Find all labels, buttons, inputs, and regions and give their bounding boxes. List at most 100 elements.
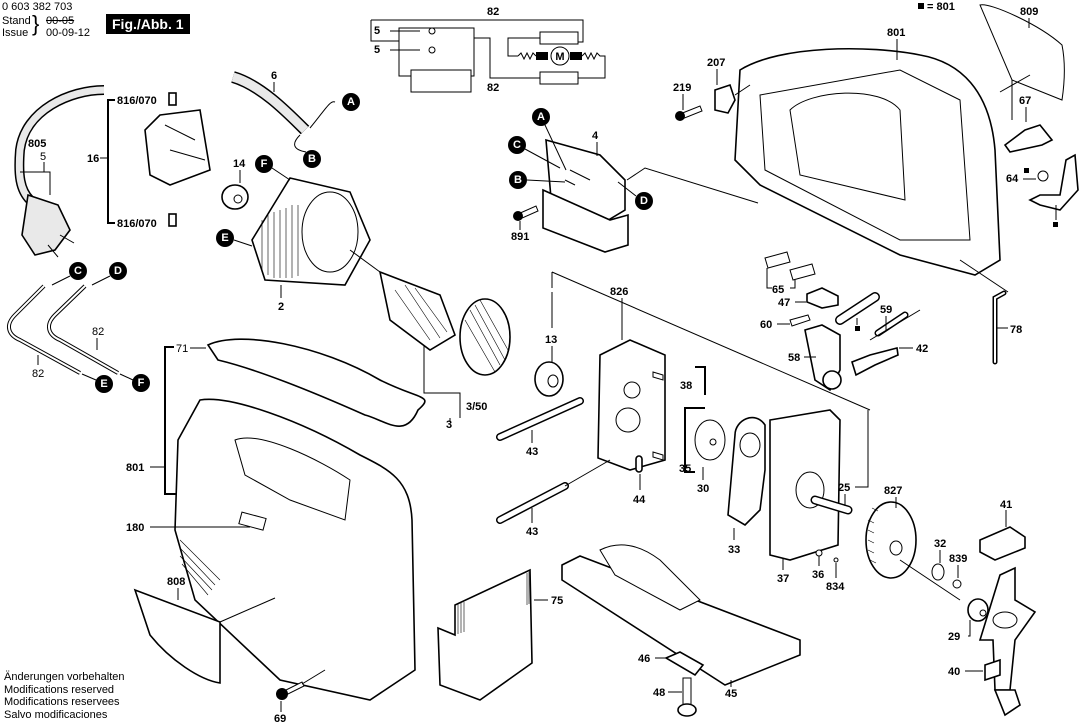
label-36: 36: [812, 569, 824, 581]
label-45: 45: [725, 688, 737, 700]
roller-holder-58: 58: [788, 324, 842, 392]
label-827: 827: [884, 485, 902, 497]
label-801-left: 801: [126, 462, 144, 474]
label-5-cord: 5: [40, 151, 46, 163]
label-839: 839: [949, 553, 967, 565]
retaining-ring-839: 839: [949, 553, 967, 589]
callout-D-wire: D: [91, 262, 127, 286]
label-82-wire-right: 82: [92, 326, 104, 338]
washer-30: 30: [694, 419, 726, 495]
power-cord: 805 5: [14, 85, 105, 258]
wire-leads: 82 82: [7, 284, 119, 380]
label-82-wire-left: 82: [32, 368, 44, 380]
lever-67: 67: [1003, 95, 1054, 153]
lever-42: 42: [851, 309, 928, 377]
issue-date: 00-09-12: [46, 27, 91, 39]
label-71: 71: [176, 343, 188, 355]
label-43-lower: 43: [526, 526, 538, 538]
label-60: 60: [760, 319, 772, 331]
label-67: 67: [1019, 95, 1031, 107]
label-25: 25: [838, 482, 850, 494]
screw-219: 219: [673, 82, 703, 121]
pin-59: 59: [874, 304, 909, 337]
pin-43-lower: 43: [496, 459, 611, 538]
switch-4: 4 891: [511, 130, 759, 253]
label-78: 78: [1010, 324, 1022, 336]
plug-body: [21, 193, 71, 256]
note-line: Salvo modificaciones: [4, 708, 108, 721]
callout-E-wire: E: [81, 373, 113, 393]
callout-label: A: [537, 111, 545, 123]
label-14: 14: [233, 158, 246, 170]
callout-label: B: [514, 174, 522, 186]
label-207: 207: [707, 57, 725, 69]
label-891: 891: [511, 231, 529, 243]
guide-41: 41: [979, 499, 1026, 561]
spring-60: 60: [760, 314, 811, 331]
label-805: 805: [28, 138, 46, 150]
motor-symbol-label: M: [555, 51, 564, 63]
label-43-upper: 43: [526, 446, 538, 458]
footer-notes: Änderungen vorbehalten Modifications res…: [4, 671, 124, 721]
callout-label: F: [261, 158, 268, 170]
callout-B-switch: B: [509, 171, 566, 189]
document-number: 0 603 382 703: [2, 1, 73, 13]
figure-title: Fig./Abb. 1: [106, 14, 190, 34]
label-5-lower: 5: [374, 44, 380, 56]
label-47: 47: [778, 297, 790, 309]
housing-half-801: 801 180: [126, 346, 416, 701]
black-square-icon: [1053, 222, 1058, 227]
label-13: 13: [545, 334, 557, 346]
label-6: 6: [271, 70, 277, 82]
label-46: 46: [638, 653, 650, 665]
note-line: Modifications reserved: [4, 683, 115, 696]
label-801-top: 801: [887, 27, 905, 39]
roller-29: 29: [948, 598, 989, 643]
callout-D-switch: D: [617, 181, 653, 210]
label-4: 4: [592, 130, 599, 142]
note-line: Modifications reservees: [4, 696, 120, 708]
label-219: 219: [673, 82, 691, 94]
black-square-icon: [855, 326, 860, 331]
base-plate-45: 45: [561, 544, 801, 700]
label-816-070-bottom: 816/070: [117, 218, 157, 230]
label-2: 2: [278, 301, 284, 313]
cover-808: 808: [133, 576, 276, 684]
motor-symbol: [550, 46, 570, 66]
callout-label: A: [347, 96, 355, 108]
callout-label: C: [74, 265, 82, 277]
handle-cover-71: 71: [176, 338, 426, 427]
switch-base-schematic: [410, 69, 472, 93]
label-58: 58: [788, 352, 800, 364]
label-33: 33: [728, 544, 740, 556]
label-809: 809: [1020, 6, 1038, 18]
plate-33: 33: [727, 416, 766, 556]
callout-C-wire: C: [51, 262, 87, 286]
label-75: 75: [551, 595, 563, 607]
armature-3: 3/50 3: [349, 249, 511, 431]
callout-A-switch: A: [532, 108, 567, 171]
cover-809: 809: [979, 4, 1065, 120]
bracket-207: 207: [707, 57, 751, 114]
clip-36: 36: [812, 549, 824, 581]
label-48: 48: [653, 687, 665, 699]
label-29: 29: [948, 631, 960, 643]
motor-housing-801: 801: [734, 27, 1001, 276]
plate-37: 37 25: [769, 409, 869, 585]
contact-pieces-65: 65: [764, 251, 816, 296]
callout-label: D: [640, 195, 648, 207]
label-3-50: 3/50: [466, 401, 487, 413]
stator-2: 2: [251, 177, 371, 313]
cover-75: 75: [437, 568, 563, 701]
label-82-top: 82: [487, 6, 499, 18]
label-65: 65: [772, 284, 784, 296]
washer-32: 32: [931, 538, 946, 581]
label-816-070-top: 816/070: [117, 95, 157, 107]
issue-label: Issue: [2, 27, 29, 39]
hex-key-78: 78: [959, 259, 1022, 365]
screw-69: 69: [274, 669, 326, 725]
pin-rod-square: [835, 292, 880, 331]
stand-label: Stand: [2, 15, 31, 27]
label-82-bottom: 82: [487, 82, 499, 94]
label-38: 38: [680, 380, 692, 392]
